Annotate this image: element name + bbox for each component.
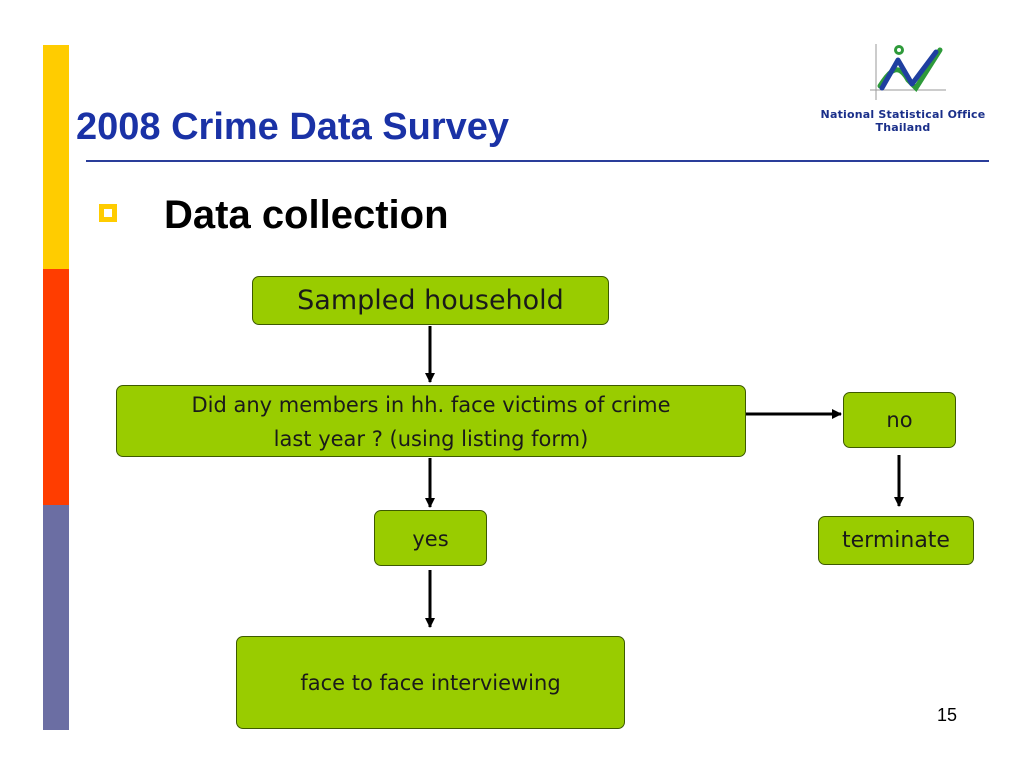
page-number: 15: [937, 705, 958, 725]
node-no: no: [843, 392, 956, 448]
nso-logo-icon: [870, 44, 946, 100]
square-bullet-icon: [99, 204, 117, 222]
question-line-2: last year ? (using listing form): [273, 427, 589, 451]
accent-bar-yellow: [43, 45, 69, 269]
slide-title: 2008 Crime Data Survey: [76, 106, 510, 148]
nso-logo: National Statistical Office Thailand: [812, 40, 994, 140]
question-line-1: Did any members in hh. face victims of c…: [191, 393, 671, 417]
node-face-to-face-interviewing: face to face interviewing: [236, 636, 625, 729]
nso-logo-text: National Statistical Office Thailand: [812, 108, 994, 134]
logo-line-2: Thailand: [875, 121, 931, 134]
node-victim-question: Did any members in hh. face victims of c…: [116, 385, 746, 457]
node-terminate: terminate: [818, 516, 974, 565]
accent-bar-purple: [43, 505, 69, 730]
node-yes: yes: [374, 510, 487, 566]
node-sampled-household: Sampled household: [252, 276, 609, 325]
section-heading: Data collection: [164, 193, 449, 237]
accent-bar-red: [43, 269, 69, 505]
logo-line-1: National Statistical Office: [820, 108, 986, 121]
title-divider: [86, 160, 989, 162]
